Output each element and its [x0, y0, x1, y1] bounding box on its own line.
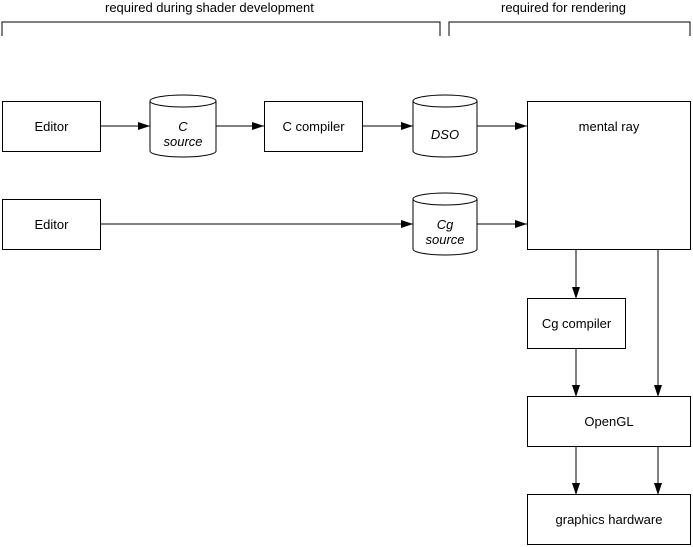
- box-graphics-hardware: graphics hardware: [527, 494, 691, 545]
- store-cg-source-line-1: Cg: [436, 217, 454, 232]
- store-dso-label: DSO: [413, 127, 477, 142]
- cylinder-cg-source: [412, 192, 478, 256]
- store-c-source-line-1: C: [178, 119, 188, 134]
- store-c-source-label: C source: [150, 119, 216, 149]
- box-editor-c: Editor: [2, 101, 101, 152]
- header-rendering: required for rendering: [501, 0, 627, 15]
- bracket-development: [1, 21, 441, 36]
- cylinder-dso: [412, 94, 478, 158]
- store-c-source-line-2: source: [163, 134, 203, 149]
- store-cg-source-label: Cg source: [413, 217, 477, 247]
- store-cg-source-line-2: source: [425, 232, 465, 247]
- bracket-rendering: [448, 21, 691, 36]
- box-c-compiler: C compiler: [264, 101, 363, 152]
- box-editor-cg: Editor: [2, 199, 101, 250]
- box-cg-compiler: Cg compiler: [527, 298, 626, 349]
- header-development: required during shader development: [105, 0, 314, 15]
- store-dso-line-1: DSO: [430, 127, 460, 142]
- box-mental-ray: mental ray: [527, 101, 691, 250]
- cylinder-c-source: [149, 94, 217, 158]
- box-opengl: OpenGL: [527, 396, 691, 447]
